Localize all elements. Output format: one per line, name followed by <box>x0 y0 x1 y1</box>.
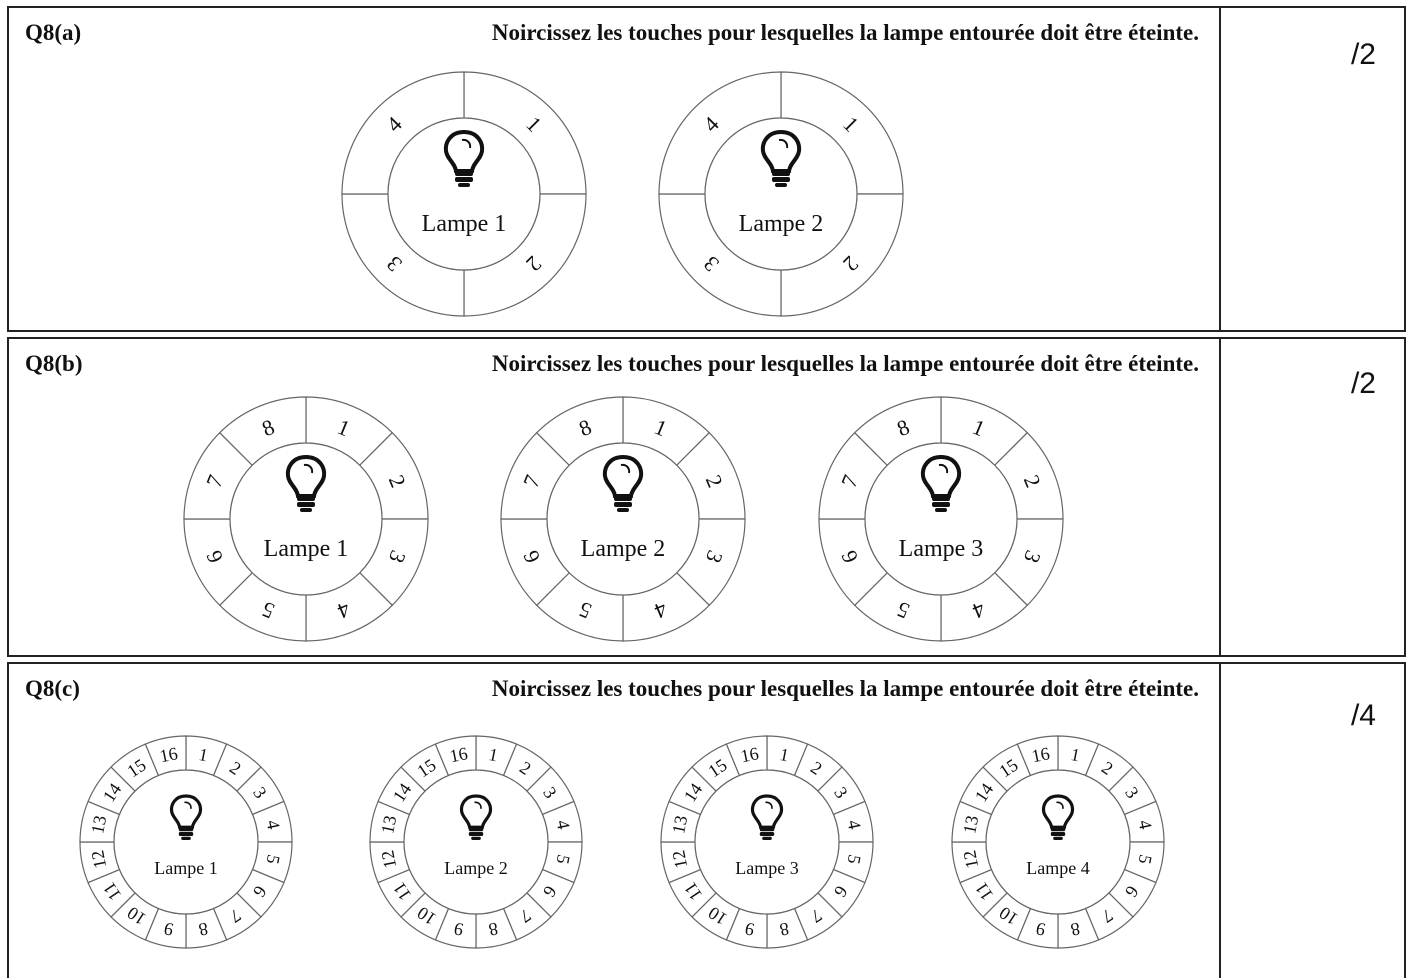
lamp-label: Lampe 3 <box>735 858 798 878</box>
lamp-circle <box>864 442 1018 596</box>
lamp-label: Lampe 3 <box>899 536 984 562</box>
score-box: /4 <box>1350 699 1376 732</box>
question-instruction: Noircissez les touches pour lesquelles l… <box>491 676 1199 701</box>
lamp-circle <box>403 769 549 915</box>
lamp-circle <box>113 769 259 915</box>
question-q8c: Q8(c) Noircissez les touches pour lesque… <box>7 662 1406 978</box>
lamp-label: Lampe 4 <box>1026 858 1089 878</box>
lightbulb-icon <box>443 129 485 187</box>
score-divider <box>1219 664 1221 978</box>
question-q8b: Q8(b) Noircissez les touches pour lesque… <box>7 337 1406 657</box>
lamp-label: Lampe 1 <box>264 536 349 562</box>
dial-key[interactable] <box>658 71 782 195</box>
question-instruction: Noircissez les touches pour lesquelles l… <box>491 351 1199 376</box>
lamp-label: Lampe 1 <box>422 211 507 237</box>
question-label: Q8(b) <box>25 351 83 376</box>
lamp-circle <box>704 117 858 271</box>
lightbulb-icon <box>169 794 203 840</box>
score-divider <box>1219 339 1221 655</box>
dial-key[interactable] <box>463 71 587 195</box>
score-box: /2 <box>1350 38 1376 71</box>
dial-key[interactable] <box>341 71 465 195</box>
lightbulb-icon <box>760 129 802 187</box>
lamp-label: Lampe 2 <box>581 536 666 562</box>
lightbulb-icon <box>750 794 784 840</box>
dial-key[interactable] <box>463 193 587 317</box>
question-q8a: Q8(a) Noircissez les touches pour lesque… <box>7 6 1406 332</box>
dial-key[interactable] <box>341 193 465 317</box>
lightbulb-icon <box>459 794 493 840</box>
lightbulb-icon <box>920 454 962 512</box>
score-box: /2 <box>1350 367 1376 400</box>
lamp-label: Lampe 2 <box>739 211 824 237</box>
lightbulb-icon <box>1041 794 1075 840</box>
dial-key[interactable] <box>780 193 904 317</box>
dial-key[interactable] <box>780 71 904 195</box>
question-instruction: Noircissez les touches pour lesquelles l… <box>491 20 1199 45</box>
lightbulb-icon <box>285 454 327 512</box>
lamp-circle <box>546 442 700 596</box>
score-divider <box>1219 8 1221 330</box>
question-label: Q8(a) <box>25 20 82 45</box>
lamp-circle <box>985 769 1131 915</box>
lamp-circle <box>694 769 840 915</box>
lamp-label: Lampe 2 <box>444 858 507 878</box>
lightbulb-icon <box>602 454 644 512</box>
lamp-label: Lampe 1 <box>154 858 217 878</box>
question-label: Q8(c) <box>25 676 80 701</box>
dial-key[interactable] <box>658 193 782 317</box>
lamp-circle <box>229 442 383 596</box>
lamp-circle <box>387 117 541 271</box>
